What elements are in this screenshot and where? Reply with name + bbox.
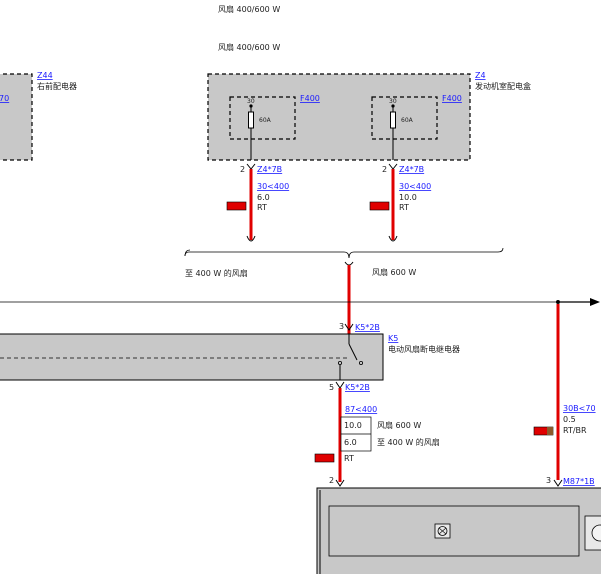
arrow-right-icon — [590, 298, 600, 306]
fuse-1-housing[interactable] — [229, 96, 296, 140]
fuse-2-color-swatch — [369, 201, 390, 211]
fuse-1-wire-break — [246, 235, 256, 242]
relay-name: 电动风扇断电继电器 — [388, 344, 460, 354]
signal-line-node — [556, 300, 560, 304]
relay-bottom-pin: 5 — [329, 383, 334, 392]
left-box-ref-link[interactable]: Z44 — [37, 71, 53, 80]
top-title: 风扇 400/600 W — [218, 4, 280, 14]
relay-top-pin: 3 — [339, 322, 344, 331]
fuse-2-wire-size: 10.0 — [399, 193, 417, 202]
fuse-2-connector-link[interactable]: Z4*7B — [399, 165, 424, 174]
option-brace — [184, 247, 504, 259]
fuse-2-wire-break — [388, 235, 398, 242]
fuse-box-title: 风扇 400/600 W — [218, 42, 280, 52]
lower-wire-row-2-label: 至 400 W 的风扇 — [377, 437, 440, 447]
left-distribution-box[interactable] — [0, 73, 33, 161]
fuse-2-icon — [390, 111, 396, 129]
fuse-2-pin-number: 2 — [382, 165, 387, 174]
fuse-1-wire-color: RT — [257, 203, 267, 212]
right-wire-pin: 3 — [546, 476, 551, 485]
lower-wire-circuit-link[interactable]: 87<400 — [345, 405, 377, 414]
fuse-1-circuit-link[interactable]: 30<400 — [257, 182, 289, 191]
fuse-1-pin: 30 — [247, 98, 255, 105]
fuse-2-pin: 30 — [389, 98, 397, 105]
right-wire-color: RT/BR — [563, 426, 587, 435]
fuse-1-pin-number: 2 — [240, 165, 245, 174]
lower-wire-row-2-size: 6.0 — [344, 438, 357, 447]
fuse-1-ref-link[interactable]: F400 — [300, 94, 320, 103]
fuse-2-circuit-link[interactable]: 30<400 — [399, 182, 431, 191]
relay-top-connector-link[interactable]: K5*2B — [355, 323, 380, 332]
relay-switch-contact — [348, 343, 358, 361]
fuse-box[interactable] — [207, 73, 471, 161]
relay-ref-link[interactable]: K5 — [388, 334, 398, 343]
right-wire-color-stripe — [547, 427, 553, 435]
fuse-2-housing[interactable] — [371, 96, 438, 140]
brace-left-label: 至 400 W 的风扇 — [185, 268, 248, 278]
lower-wire-color: RT — [344, 454, 354, 463]
right-wire-connector-link[interactable]: M87*1B — [563, 477, 595, 486]
fuse-2-connector-symbol — [388, 163, 398, 170]
combined-wire-break — [344, 261, 354, 266]
fuse-box-ref-link[interactable]: Z4 — [475, 71, 486, 80]
left-box-partial-link[interactable]: 70 — [0, 94, 9, 103]
motor-pin: 2 — [329, 476, 334, 485]
fan-motor-inner — [328, 505, 580, 557]
fuse-1-connector-link[interactable]: Z4*7B — [257, 165, 282, 174]
relay-bottom-connector-link[interactable]: K5*2B — [345, 383, 370, 392]
right-wire-circuit-link[interactable]: 30B<70 — [563, 404, 596, 413]
fuse-1-connector-symbol — [246, 163, 256, 170]
motor-circle-icon — [591, 524, 601, 542]
fuse-2-wire-color: RT — [399, 203, 409, 212]
fuse-1-rating: 60A — [259, 117, 272, 124]
fuse-box-name: 发动机室配电盒 — [475, 81, 531, 91]
lower-wire-row-1-label: 风扇 600 W — [377, 420, 421, 430]
fuse-2-ref-link[interactable]: F400 — [442, 94, 462, 103]
fuse-1-icon — [248, 111, 254, 129]
lower-wire-row-1-size: 10.0 — [344, 421, 362, 430]
left-box-name: 右前配电器 — [37, 81, 77, 91]
fuse-1-color-swatch — [226, 201, 247, 211]
right-wire-size: 0.5 — [563, 415, 576, 424]
brace-right-label: 风扇 600 W — [372, 267, 416, 277]
fuse-1-wire-size: 6.0 — [257, 193, 270, 202]
relay-box[interactable] — [0, 333, 384, 381]
lower-wire-color-swatch — [314, 453, 335, 463]
fuse-2-rating: 60A — [401, 117, 414, 124]
